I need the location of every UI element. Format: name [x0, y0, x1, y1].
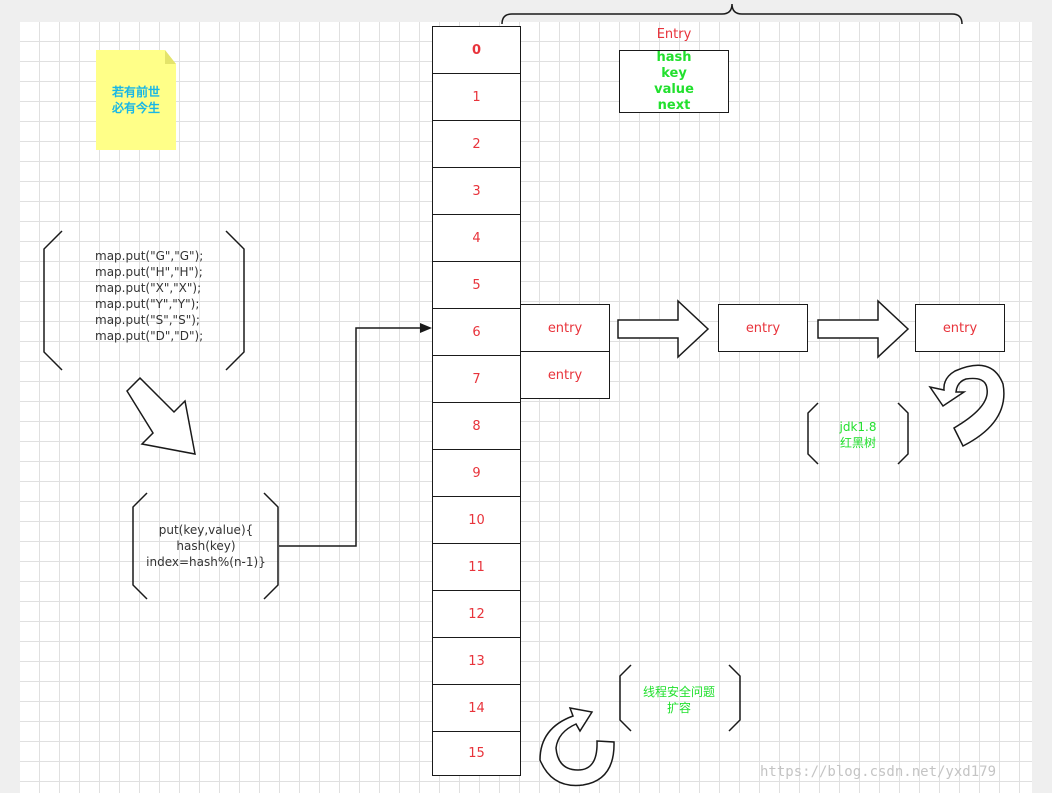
bucket-entry-row-6: entry — [520, 304, 610, 352]
bucket-cell-10: 10 — [432, 496, 521, 544]
drawing-canvas — [20, 22, 1032, 793]
top-curly-brace — [501, 3, 963, 25]
put-method-line: hash(key) — [176, 539, 236, 553]
bucket-cell-7: 7 — [432, 355, 521, 403]
put-method-lines: put(key,value){ hash(key) index=hash%(n-… — [136, 522, 276, 570]
entry-field-value: value — [654, 81, 694, 97]
chain-entry-2: entry — [915, 304, 1005, 352]
jdk-note-line: 红黑树 — [839, 436, 876, 450]
bucket-cell-8: 8 — [432, 402, 521, 450]
bucket-cell-14: 14 — [432, 684, 521, 732]
map-put-line: map.put("H","H"); — [95, 265, 203, 279]
sticky-note-text: 若有前世 必有今生 — [96, 84, 176, 116]
sticky-note — [96, 50, 176, 150]
sticky-note-line: 若有前世 — [111, 85, 160, 99]
entry-field-next: next — [657, 97, 691, 113]
bucket-cell-3: 3 — [432, 167, 521, 215]
put-method-line: put(key,value){ — [158, 523, 254, 537]
bucket-cell-2: 2 — [432, 120, 521, 168]
jdk-note: jdk1.8 红黑树 — [812, 419, 904, 451]
entry-struct-box: hash key value next — [619, 50, 729, 113]
map-put-line: map.put("S","S"); — [95, 313, 200, 327]
sticky-note-line: 必有今生 — [111, 101, 160, 115]
map-put-line: map.put("D","D"); — [95, 329, 204, 343]
jdk-note-line: jdk1.8 — [839, 420, 877, 434]
bucket-cell-0: 0 — [432, 26, 521, 74]
entry-field-hash: hash — [656, 49, 692, 65]
bucket-cell-1: 1 — [432, 73, 521, 121]
bucket-cell-9: 9 — [432, 449, 521, 497]
watermark: https://blog.csdn.net/yxd179 — [760, 764, 997, 780]
bucket-cell-4: 4 — [432, 214, 521, 262]
bucket-cell-15: 15 — [432, 731, 521, 776]
entry-field-key: key — [661, 65, 687, 81]
map-put-line: map.put("G","G"); — [95, 249, 204, 263]
put-method-line: index=hash%(n-1)} — [146, 555, 266, 569]
map-put-line: map.put("X","X"); — [95, 281, 202, 295]
map-put-line: map.put("Y","Y"); — [95, 297, 200, 311]
bucket-cell-11: 11 — [432, 543, 521, 591]
bucket-cell-6: 6 — [432, 308, 521, 356]
bucket-cell-13: 13 — [432, 637, 521, 685]
thread-note: 线程安全问题 扩容 — [622, 684, 736, 716]
map-put-lines: map.put("G","G"); map.put("H","H"); map.… — [95, 248, 203, 344]
bucket-cell-12: 12 — [432, 590, 521, 638]
chain-entry-1: entry — [718, 304, 808, 352]
bucket-entry-row-7: entry — [520, 351, 610, 399]
thread-note-line: 扩容 — [666, 701, 691, 715]
sticky-note-fold — [165, 50, 176, 64]
entry-struct-title: Entry — [656, 27, 692, 42]
thread-note-line: 线程安全问题 — [642, 685, 715, 699]
bucket-cell-5: 5 — [432, 261, 521, 309]
